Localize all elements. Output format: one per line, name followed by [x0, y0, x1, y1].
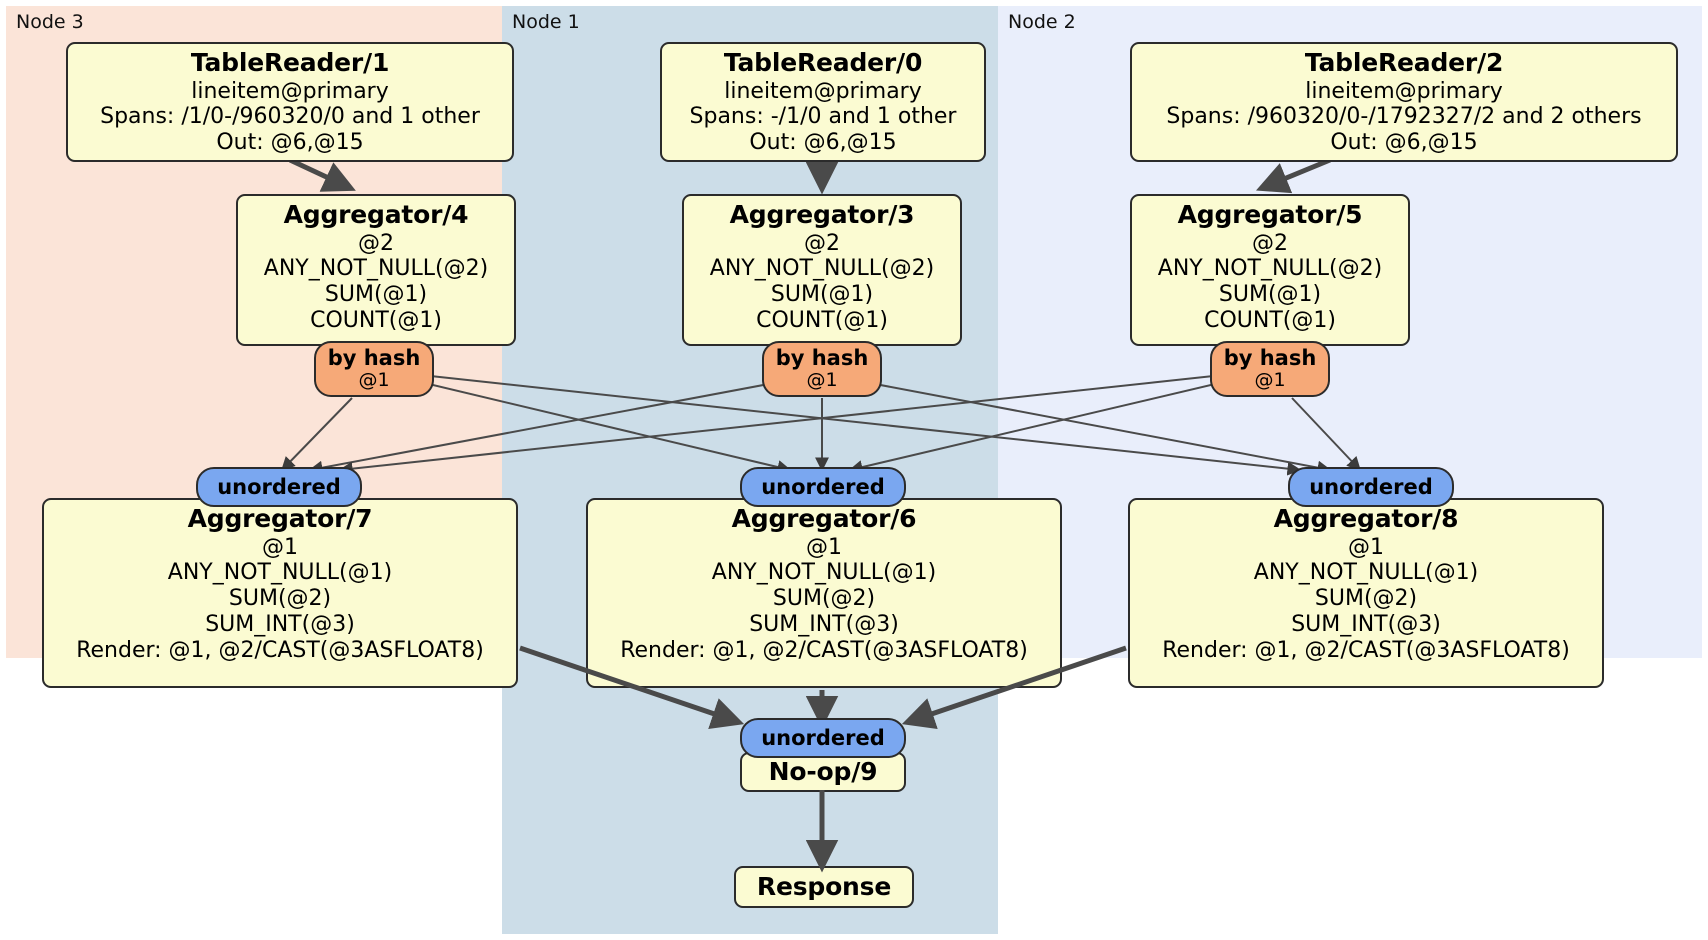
processor-detail-line: Spans: /1/0-/960320/0 and 1 other	[100, 104, 480, 130]
router-label: unordered	[217, 474, 341, 499]
processor-detail-line: SUM_INT(@3)	[1291, 612, 1441, 638]
processor-detail-line: @1	[1348, 534, 1384, 560]
router-unordered-left[interactable]: unordered	[196, 467, 362, 507]
router-by-hash-left[interactable]: by hash @1	[314, 341, 434, 397]
router-label: unordered	[761, 725, 885, 750]
processor-detail-line: Out: @6,@15	[216, 130, 364, 156]
processor-detail-line: lineitem@primary	[724, 78, 922, 104]
processor-title: Aggregator/7	[187, 504, 373, 533]
processor-title: Aggregator/8	[1273, 504, 1459, 533]
router-sublabel: @1	[1254, 369, 1286, 392]
processor-detail-line: COUNT(@1)	[1204, 308, 1336, 334]
processor-detail-line: Out: @6,@15	[1330, 130, 1478, 156]
processor-title: Aggregator/3	[729, 200, 915, 229]
processor-detail-line: SUM(@1)	[1218, 282, 1322, 308]
processor-aggregator-7[interactable]: Aggregator/7 @1 ANY_NOT_NULL(@1) SUM(@2)…	[42, 498, 518, 688]
processor-detail-line: COUNT(@1)	[756, 308, 888, 334]
processor-detail-line: ANY_NOT_NULL(@2)	[263, 256, 489, 282]
processor-detail-line: ANY_NOT_NULL(@1)	[1253, 560, 1479, 586]
processor-detail-line: ANY_NOT_NULL(@2)	[1157, 256, 1383, 282]
processor-detail-line: SUM(@1)	[770, 282, 874, 308]
processor-detail-line: @1	[806, 534, 842, 560]
processor-title: No-op/9	[768, 756, 878, 786]
node-label-node1: Node 1	[512, 11, 580, 33]
processor-response[interactable]: Response	[734, 866, 914, 908]
processor-title: TableReader/1	[190, 48, 390, 77]
processor-aggregator-6[interactable]: Aggregator/6 @1 ANY_NOT_NULL(@1) SUM(@2)…	[586, 498, 1062, 688]
router-by-hash-center[interactable]: by hash @1	[762, 341, 882, 397]
processor-detail-line: lineitem@primary	[1305, 78, 1503, 104]
processor-detail-line: @2	[1252, 230, 1288, 256]
processor-title: TableReader/2	[1304, 48, 1504, 77]
processor-detail-line: @1	[262, 534, 298, 560]
router-label: by hash	[327, 346, 421, 370]
processor-detail-line: Out: @6,@15	[749, 130, 897, 156]
router-unordered-center[interactable]: unordered	[740, 467, 906, 507]
processor-no-op-9[interactable]: No-op/9	[740, 752, 906, 792]
processor-detail-line: Render: @1, @2/CAST(@3ASFLOAT8)	[1162, 638, 1570, 664]
processor-detail-line: SUM(@2)	[1314, 586, 1418, 612]
processor-detail-line: SUM_INT(@3)	[749, 612, 899, 638]
processor-title: Aggregator/5	[1177, 200, 1363, 229]
processor-detail-line: lineitem@primary	[191, 78, 389, 104]
processor-detail-line: Spans: /960320/0-/1792327/2 and 2 others	[1166, 104, 1642, 130]
processor-detail-line: @2	[358, 230, 394, 256]
router-label: by hash	[1223, 346, 1317, 370]
processor-detail-line: SUM(@2)	[772, 586, 876, 612]
router-sublabel: @1	[358, 369, 390, 392]
router-unordered-right[interactable]: unordered	[1288, 467, 1454, 507]
processor-detail-line: Render: @1, @2/CAST(@3ASFLOAT8)	[76, 638, 484, 664]
router-label: unordered	[1309, 474, 1433, 499]
node-label-node3: Node 3	[16, 11, 84, 33]
router-by-hash-right[interactable]: by hash @1	[1210, 341, 1330, 397]
processor-detail-line: @2	[804, 230, 840, 256]
processor-detail-line: ANY_NOT_NULL(@1)	[711, 560, 937, 586]
processor-detail-line: SUM(@1)	[324, 282, 428, 308]
processor-aggregator-5[interactable]: Aggregator/5 @2 ANY_NOT_NULL(@2) SUM(@1)…	[1130, 194, 1410, 346]
node-label-node2: Node 2	[1008, 11, 1076, 33]
processor-detail-line: Render: @1, @2/CAST(@3ASFLOAT8)	[620, 638, 1028, 664]
processor-title: Aggregator/4	[283, 200, 469, 229]
processor-aggregator-3[interactable]: Aggregator/3 @2 ANY_NOT_NULL(@2) SUM(@1)…	[682, 194, 962, 346]
processor-title: TableReader/0	[723, 48, 923, 77]
processor-table-reader-0[interactable]: TableReader/0 lineitem@primary Spans: -/…	[660, 42, 986, 162]
processor-table-reader-2[interactable]: TableReader/2 lineitem@primary Spans: /9…	[1130, 42, 1678, 162]
router-unordered-final[interactable]: unordered	[740, 718, 906, 758]
processor-detail-line: SUM_INT(@3)	[205, 612, 355, 638]
processor-aggregator-4[interactable]: Aggregator/4 @2 ANY_NOT_NULL(@2) SUM(@1)…	[236, 194, 516, 346]
processor-detail-line: ANY_NOT_NULL(@2)	[709, 256, 935, 282]
processor-table-reader-1[interactable]: TableReader/1 lineitem@primary Spans: /1…	[66, 42, 514, 162]
processor-aggregator-8[interactable]: Aggregator/8 @1 ANY_NOT_NULL(@1) SUM(@2)…	[1128, 498, 1604, 688]
processor-detail-line: Spans: -/1/0 and 1 other	[689, 104, 957, 130]
router-label: by hash	[775, 346, 869, 370]
processor-title: Aggregator/6	[731, 504, 917, 533]
processor-detail-line: ANY_NOT_NULL(@1)	[167, 560, 393, 586]
router-label: unordered	[761, 474, 885, 499]
router-sublabel: @1	[806, 369, 838, 392]
processor-detail-line: COUNT(@1)	[310, 308, 442, 334]
processor-detail-line: SUM(@2)	[228, 586, 332, 612]
processor-title: Response	[756, 871, 892, 901]
